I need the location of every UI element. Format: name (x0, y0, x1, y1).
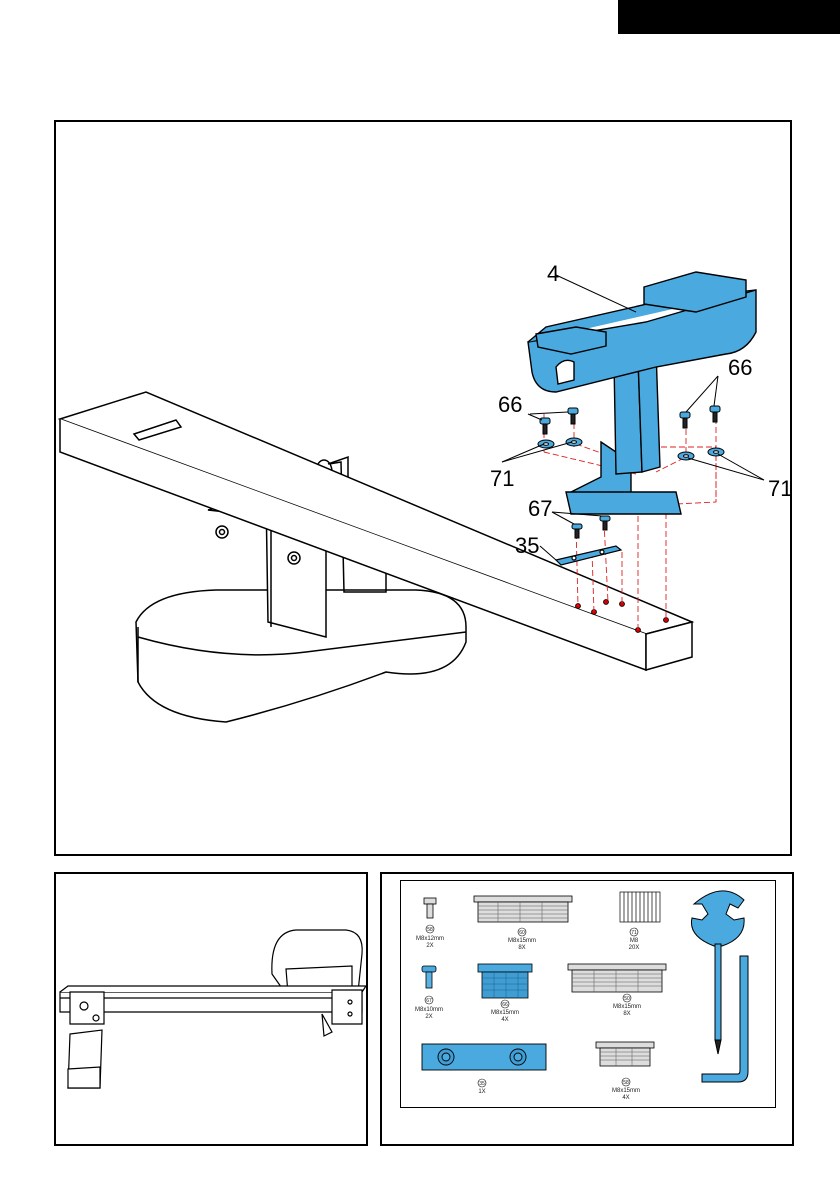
svg-text:67: 67 (426, 998, 432, 1004)
overview-beam (60, 986, 366, 1036)
svg-text:8X: 8X (623, 1011, 630, 1017)
callout-part-35: 35 (515, 533, 539, 558)
svg-text:2X: 2X (425, 1014, 432, 1020)
assembly-drawing: 4 66 66 71 71 67 35 (56, 122, 794, 858)
hardware-panel: 58 M8x12mm 2X 60 M8x15mm 8X (380, 872, 794, 1146)
svg-text:4X: 4X (622, 1095, 629, 1101)
hw-item-71: 71 M8 20X (620, 892, 660, 951)
hw-item-67: 67 M8x10mm 2X (415, 966, 443, 1020)
hw-item-58-a: 58 M8x12mm 2X (416, 898, 444, 949)
hw-item-58-b: 58 M8x15mm 4X (596, 1042, 654, 1101)
hw-item-35: 35 1X (422, 1044, 546, 1095)
svg-text:M8x15mm: M8x15mm (613, 1004, 641, 1010)
hw-item-50: 50 M8x15mm 8X (568, 964, 666, 1017)
svg-text:4X: 4X (501, 1017, 508, 1023)
svg-text:M8x10mm: M8x10mm (415, 1007, 443, 1013)
hw-item-60: 60 M8x15mm 8X (474, 896, 572, 951)
page-corner-tab (618, 0, 840, 34)
hardware-drawing: 58 M8x12mm 2X 60 M8x15mm 8X (382, 874, 796, 1148)
main-assembly-panel: 4 66 66 71 71 67 35 (54, 120, 792, 856)
svg-text:20X: 20X (629, 945, 640, 951)
svg-text:35: 35 (479, 1081, 485, 1087)
svg-text:M8x15mm: M8x15mm (612, 1088, 640, 1094)
svg-text:M8x15mm: M8x15mm (508, 938, 536, 944)
hw-item-66: 66 M8x15mm 4X (478, 964, 532, 1023)
overview-panel (54, 872, 368, 1146)
svg-text:M8: M8 (630, 938, 639, 944)
svg-text:1X: 1X (478, 1089, 485, 1095)
overview-seat (272, 930, 362, 994)
svg-text:58: 58 (427, 927, 433, 933)
svg-text:58: 58 (623, 1080, 629, 1086)
svg-text:2X: 2X (426, 943, 433, 949)
callout-part-71-right: 71 (768, 476, 792, 501)
overview-front-foot (68, 992, 104, 1088)
seat-post-part-4 (528, 272, 756, 514)
allen-key-icon (702, 956, 748, 1082)
plate-35 (556, 546, 621, 565)
callout-part-66-left: 66 (498, 392, 522, 417)
svg-text:66: 66 (502, 1002, 508, 1008)
svg-text:50: 50 (624, 996, 630, 1002)
wrench-tool-icon (691, 891, 744, 1054)
svg-text:M8x15mm: M8x15mm (491, 1010, 519, 1016)
callout-part-67: 67 (528, 496, 552, 521)
callout-part-66-right: 66 (728, 355, 752, 380)
svg-text:60: 60 (519, 930, 525, 936)
overview-drawing (56, 874, 370, 1148)
svg-text:M8x12mm: M8x12mm (416, 936, 444, 942)
svg-text:71: 71 (631, 930, 637, 936)
callout-part-4: 4 (547, 261, 559, 286)
callout-part-71-left: 71 (490, 466, 514, 491)
svg-text:8X: 8X (518, 945, 525, 951)
